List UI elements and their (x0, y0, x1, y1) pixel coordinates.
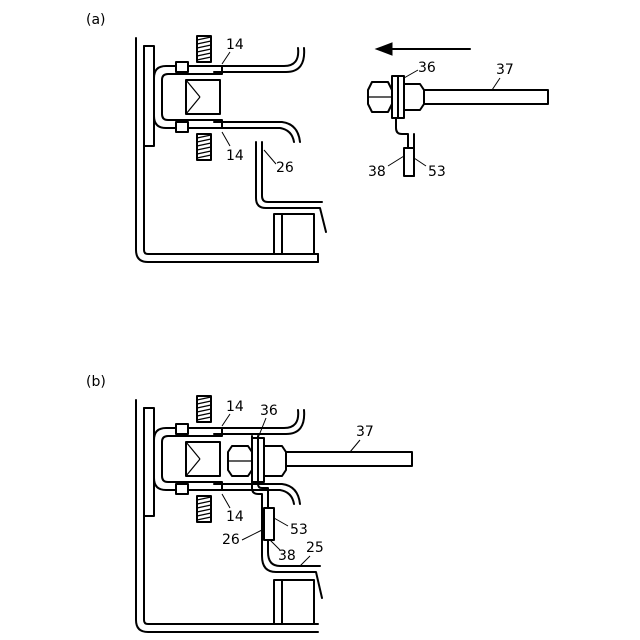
label-53-b: 53 (290, 522, 308, 538)
panel-b-caption: (b) (86, 374, 106, 390)
label-38-b: 38 (278, 548, 296, 564)
label-36-b: 36 (260, 403, 278, 419)
label-25-b: 25 (306, 540, 324, 556)
label-14-top-b: 14 (226, 399, 244, 415)
label-26-b: 26 (222, 532, 240, 548)
label-38-a: 38 (368, 164, 386, 180)
label-14-top-a: 14 (226, 37, 244, 53)
back-plate-b (144, 408, 154, 516)
shaft-37-a (424, 90, 548, 104)
spring-bottom-b (197, 496, 211, 522)
shaft-37-b (286, 452, 412, 466)
label-36-a: 36 (418, 60, 436, 76)
spring-bottom-a (197, 134, 211, 160)
label-26-a: 26 (276, 160, 294, 176)
panel-a-caption: (a) (86, 12, 106, 28)
label-37-a: 37 (496, 62, 514, 78)
plate-38-53-b (264, 508, 274, 540)
left-arrow-icon (376, 43, 470, 55)
channel-block-a (274, 214, 314, 254)
label-53-a: 53 (428, 164, 446, 180)
clip-14-lower-a (214, 122, 300, 142)
spring-top-b (197, 396, 211, 422)
panel-a: (a) 14 14 26 (86, 12, 548, 262)
panel-b: (b) (86, 374, 412, 632)
label-14-bottom-b: 14 (226, 509, 244, 525)
back-plate-a (144, 46, 154, 146)
spring-top-a (197, 36, 211, 62)
label-14-bottom-a: 14 (226, 148, 244, 164)
label-37-b: 37 (356, 424, 374, 440)
bolt-assembly-a (368, 76, 548, 176)
bolt-assembly-b (228, 438, 412, 482)
channel-block-b (274, 580, 314, 624)
